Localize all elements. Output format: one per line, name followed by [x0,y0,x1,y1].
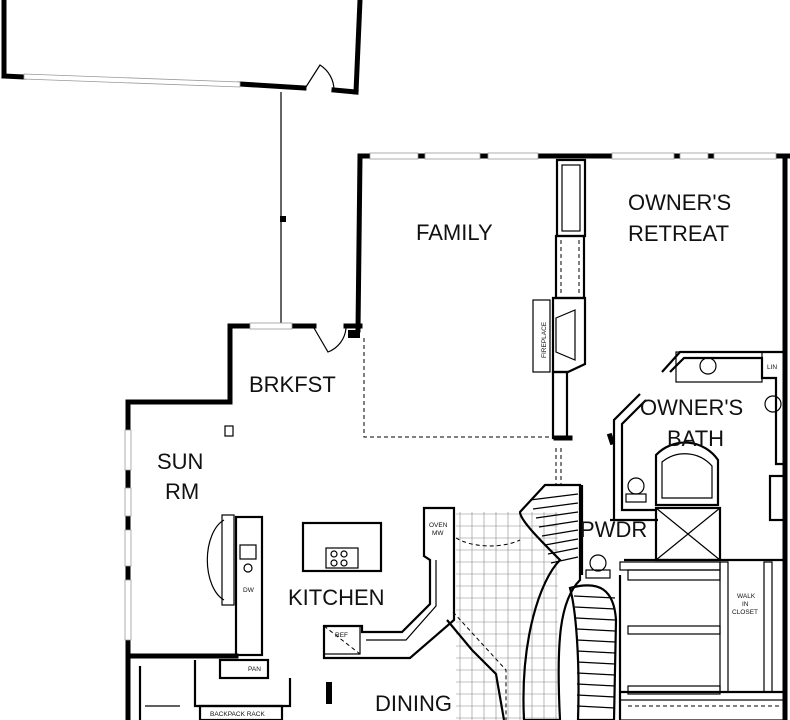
foyer-tile [446,512,558,720]
stair-tread [541,529,579,537]
dw-label: DW [243,587,255,594]
room-label-owners-retreat-1: OWNER'S [628,190,731,215]
garage-entry-door [303,64,335,91]
room-label-owners-retreat-2: RETREAT [628,221,729,246]
brkfst-door [313,327,347,353]
windows-top [249,152,777,330]
breezeway [280,92,286,326]
fireplace-wall [532,158,587,485]
kitchen-island [301,521,383,573]
walk-in-closet-label-1: WALK [737,593,756,600]
room-label-kitchen: KITCHEN [288,585,385,610]
stair-tread [574,606,616,610]
refrigerator [323,625,361,655]
stair-tread [576,650,616,654]
room-label-dining: DINING [375,691,452,716]
stair-tread [538,520,579,528]
garage-outline [1,0,363,95]
stair-tread [550,556,579,564]
oven-label-1: OVEN [429,522,448,529]
cooktop [325,547,359,569]
room-labels: FAMILY OWNER'S RETREAT BRKFST OWNER'S BA… [157,190,777,718]
backpack-rack-label: BACKPACK RACK [210,711,265,718]
family-opening [363,338,556,438]
stair-tread [576,628,616,632]
stair-tread [529,493,579,501]
stair-tread [532,502,579,510]
walk-in-closet-label-3: CLOSET [732,609,758,616]
stair-tread [576,683,616,687]
pantry-area [129,653,332,720]
room-label-brkfst: BRKFST [249,372,336,397]
pan-label: PAN [248,666,261,673]
windows-sunroom [124,429,132,641]
lin-label: LIN [767,364,777,371]
owners-bath-walls [580,350,787,720]
room-label-pwdr: PWDR [580,517,647,542]
stair-tread [547,547,579,555]
stair-tread [576,639,616,643]
room-label-sun-rm-2: RM [165,479,199,504]
stair-tread [576,672,616,676]
room-label-owners-bath-2: BATH [667,426,724,451]
ref-label: REF [335,632,348,639]
room-label-family: FAMILY [416,220,493,245]
stair-tread [576,661,616,665]
stair-tread [535,511,579,519]
oven-label-2: MW [432,530,444,537]
kitchen-fixtures [206,506,456,660]
garage-door [23,73,241,88]
stair-tread [573,595,616,599]
walk-in-closet-label-2: IN [742,601,749,608]
room-label-owners-bath-1: OWNER'S [640,395,743,420]
stair-tread [544,538,579,546]
stair-tread [575,617,616,621]
stair-tread [576,705,616,709]
stair-tread [576,694,616,698]
room-label-sun-rm-1: SUN [157,449,203,474]
fireplace-label: FIREPLACE [541,321,548,358]
